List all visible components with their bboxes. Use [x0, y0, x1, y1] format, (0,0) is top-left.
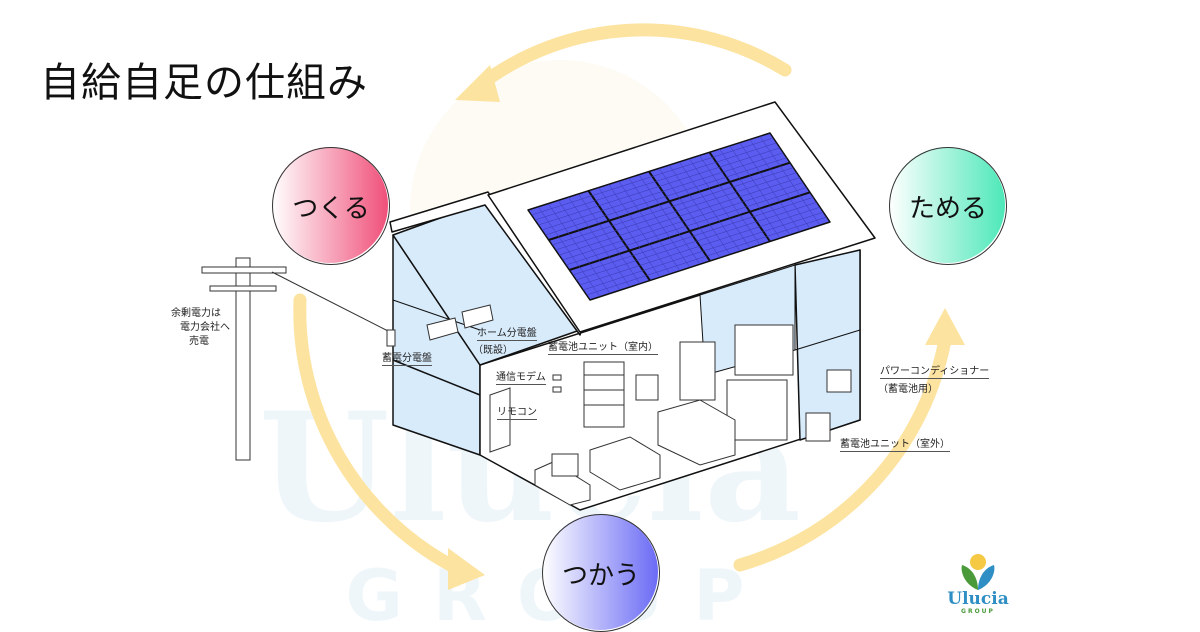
logo-sub: GROUP [961, 608, 995, 615]
label-modem: 通信モデム [496, 368, 546, 385]
cycle-store: ためる [889, 147, 1007, 265]
interior-appliances [386, 304, 852, 506]
logo-name: Ulucia [947, 589, 1009, 609]
utility-pole [201, 257, 391, 461]
label-home-panel-sub: （既設） [473, 345, 513, 356]
cycle-make: つくる [272, 147, 390, 265]
cycle-store-label: ためる [908, 193, 987, 224]
cycle-make-label: つくる [292, 193, 370, 224]
cycle-arrows [293, 23, 952, 577]
solar-panel-grid [531, 136, 827, 297]
cycle-use-label: つかう [561, 560, 640, 591]
logo-icon [961, 554, 995, 590]
label-power-conditioner-sub: （蓄電池用） [878, 384, 938, 395]
pole-note-2: 電力会社へ [180, 322, 230, 333]
label-power-conditioner: パワーコンディショナー [880, 362, 990, 379]
company-logo: Ulucia GROUP [943, 548, 1013, 615]
cycle-use: つかう [542, 514, 660, 632]
label-storage-panel: 蓄電分電盤 [382, 349, 432, 366]
pole-note-1: 余剰電力は [171, 308, 221, 319]
pole-note-3: 売電 [189, 336, 209, 347]
arrow-heads [448, 65, 965, 590]
label-battery-outdoor: 蓄電池ユニット（室外） [840, 435, 950, 452]
label-remote: リモコン [497, 403, 537, 420]
label-home-panel: ホーム分電盤 [477, 324, 537, 341]
label-battery-indoor: 蓄電池ユニット（室内） [548, 338, 658, 355]
page-title: 自給自足の仕組み [40, 60, 368, 106]
